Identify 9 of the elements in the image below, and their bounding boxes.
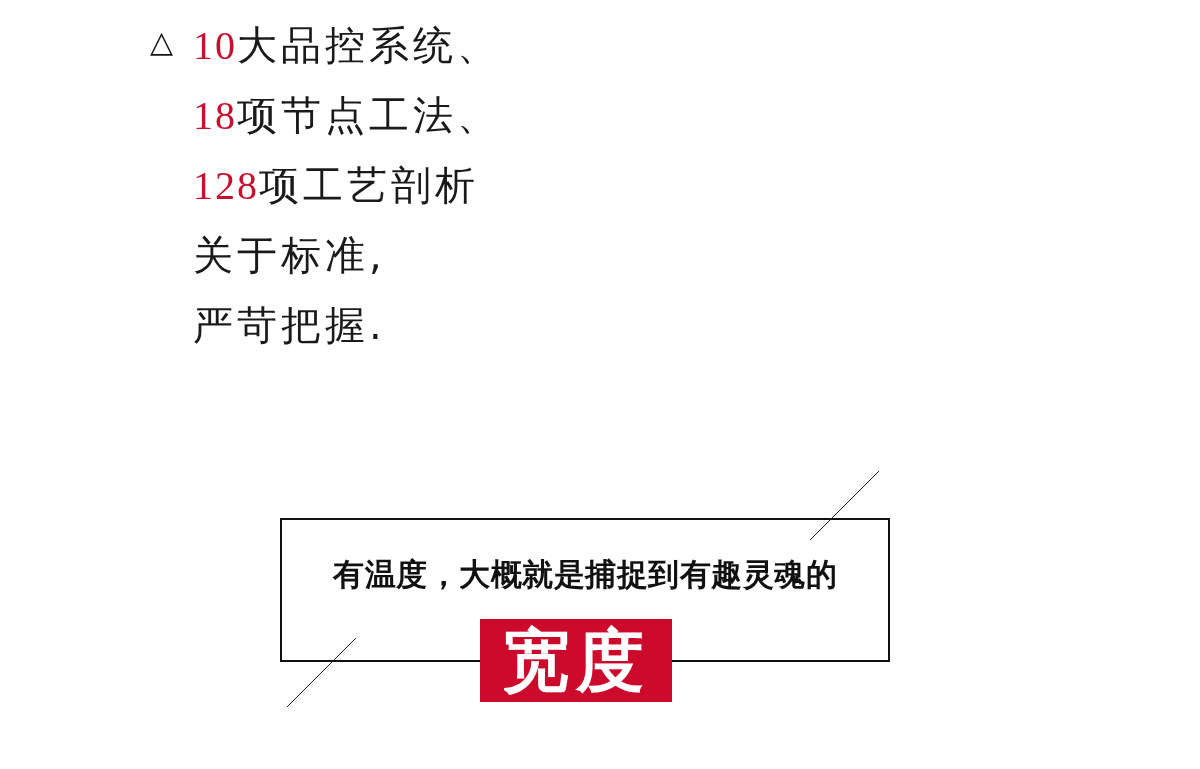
- badge-text: 宽度: [502, 626, 650, 695]
- text-line: 18项节点工法、: [193, 91, 501, 140]
- triangle-symbol: △: [150, 23, 174, 61]
- text-line: 关于标准,: [193, 231, 386, 280]
- text-line: 严苛把握.: [193, 301, 386, 350]
- text-line: 10大品控系统、: [193, 21, 501, 70]
- box-text: 有温度，大概就是捕捉到有趣灵魂的: [331, 555, 838, 594]
- heading-badge: [480, 619, 672, 702]
- text-line: 128项工艺剖析: [193, 161, 479, 210]
